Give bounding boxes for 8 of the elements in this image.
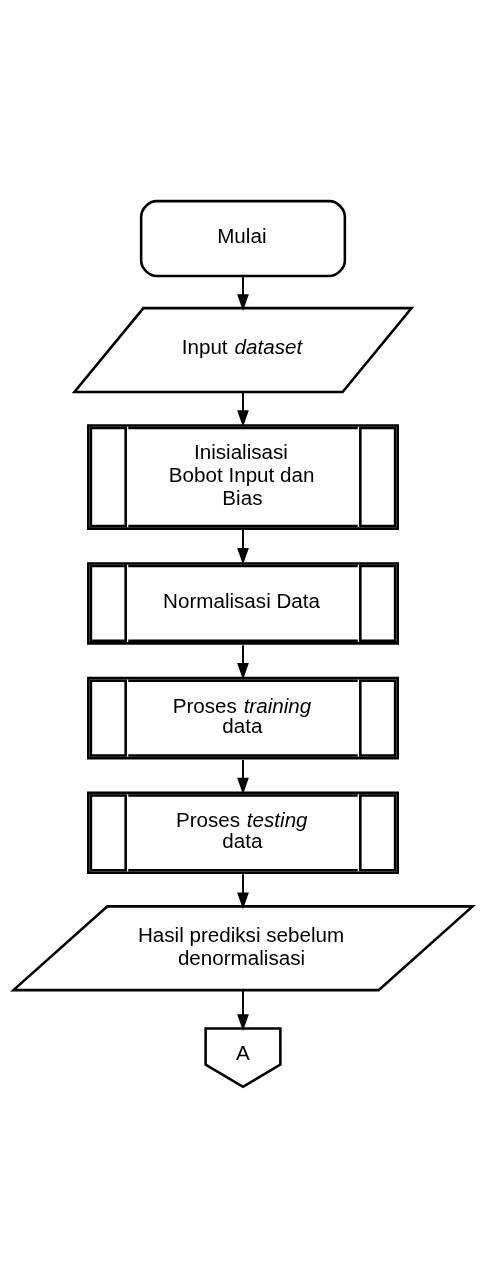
arrow [237, 644, 249, 680]
arrow [237, 529, 249, 565]
arrow [237, 758, 249, 795]
arrow [237, 391, 249, 427]
arrow [237, 989, 249, 1032]
arrow [237, 275, 249, 312]
arrow [237, 873, 249, 910]
node-box: Mulai [139, 199, 347, 278]
